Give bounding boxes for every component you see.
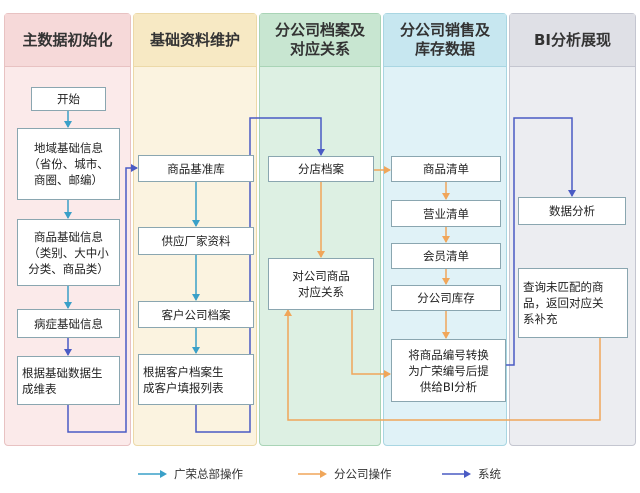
legend-hq-line-icon: [138, 470, 167, 478]
node-generate-customer-list: 根据客户档案生 成客户填报列表: [138, 354, 254, 405]
legend-label: 分公司操作: [334, 467, 392, 481]
lane-title: 分公司销售及 库存数据: [384, 14, 506, 67]
arrow-query-feedback-to-mapping: [284, 309, 601, 421]
node-convert-code: 将商品编号转换 为广荣编号后提 供给BI分析: [391, 339, 506, 402]
node-product-info: 商品基础信息 （类别、大中小 分类、商品类）: [17, 219, 120, 286]
legend-branch-operation: 分公司操作: [298, 466, 392, 482]
lane-bi-analysis: BI分析展现: [509, 13, 636, 446]
lane-title: 基础资料维护: [134, 14, 256, 67]
node-query-unmatched: 查询未匹配的商 品，返回对应关 系补充: [518, 268, 628, 338]
lane-title: 分公司档案及 对应关系: [260, 14, 380, 67]
node-customer-company: 客户公司档案: [138, 301, 254, 328]
legend-system-line-icon: [442, 470, 471, 478]
node-branch-file: 分店档案: [268, 156, 374, 182]
arrow-gentable-to-productlib: [67, 164, 138, 433]
node-business-list: 营业清单: [391, 200, 501, 227]
arrow-mapping-to-convert: [351, 310, 391, 378]
node-start: 开始: [31, 87, 106, 111]
legend-branch-line-icon: [298, 470, 327, 478]
node-data-analysis: 数据分析: [518, 197, 626, 225]
arrow-genlist-to-branchfile: [195, 117, 325, 433]
node-region-info: 地域基础信息 （省份、城市、 商圈、邮编）: [17, 128, 120, 200]
legend-system: 系统: [442, 466, 501, 482]
node-product-list: 商品清单: [391, 156, 501, 182]
node-company-product-mapping: 对公司商品 对应关系: [268, 258, 374, 310]
legend-hq-operation: 广荣总部操作: [138, 466, 243, 482]
node-member-list: 会员清单: [391, 243, 501, 269]
node-supplier-info: 供应厂家资料: [138, 227, 254, 255]
lane-title: BI分析展现: [510, 14, 635, 67]
lane-title: 主数据初始化: [5, 14, 130, 67]
node-generate-dim-table: 根据基础数据生 成维表: [17, 356, 120, 405]
legend-label: 广荣总部操作: [174, 467, 243, 481]
arrow-convert-to-data-analysis: [506, 117, 576, 366]
node-product-base-lib: 商品基准库: [138, 155, 254, 182]
node-disease-info: 病症基础信息: [17, 309, 120, 338]
legend-label: 系统: [478, 467, 501, 481]
node-branch-stock: 分公司库存: [391, 285, 501, 311]
